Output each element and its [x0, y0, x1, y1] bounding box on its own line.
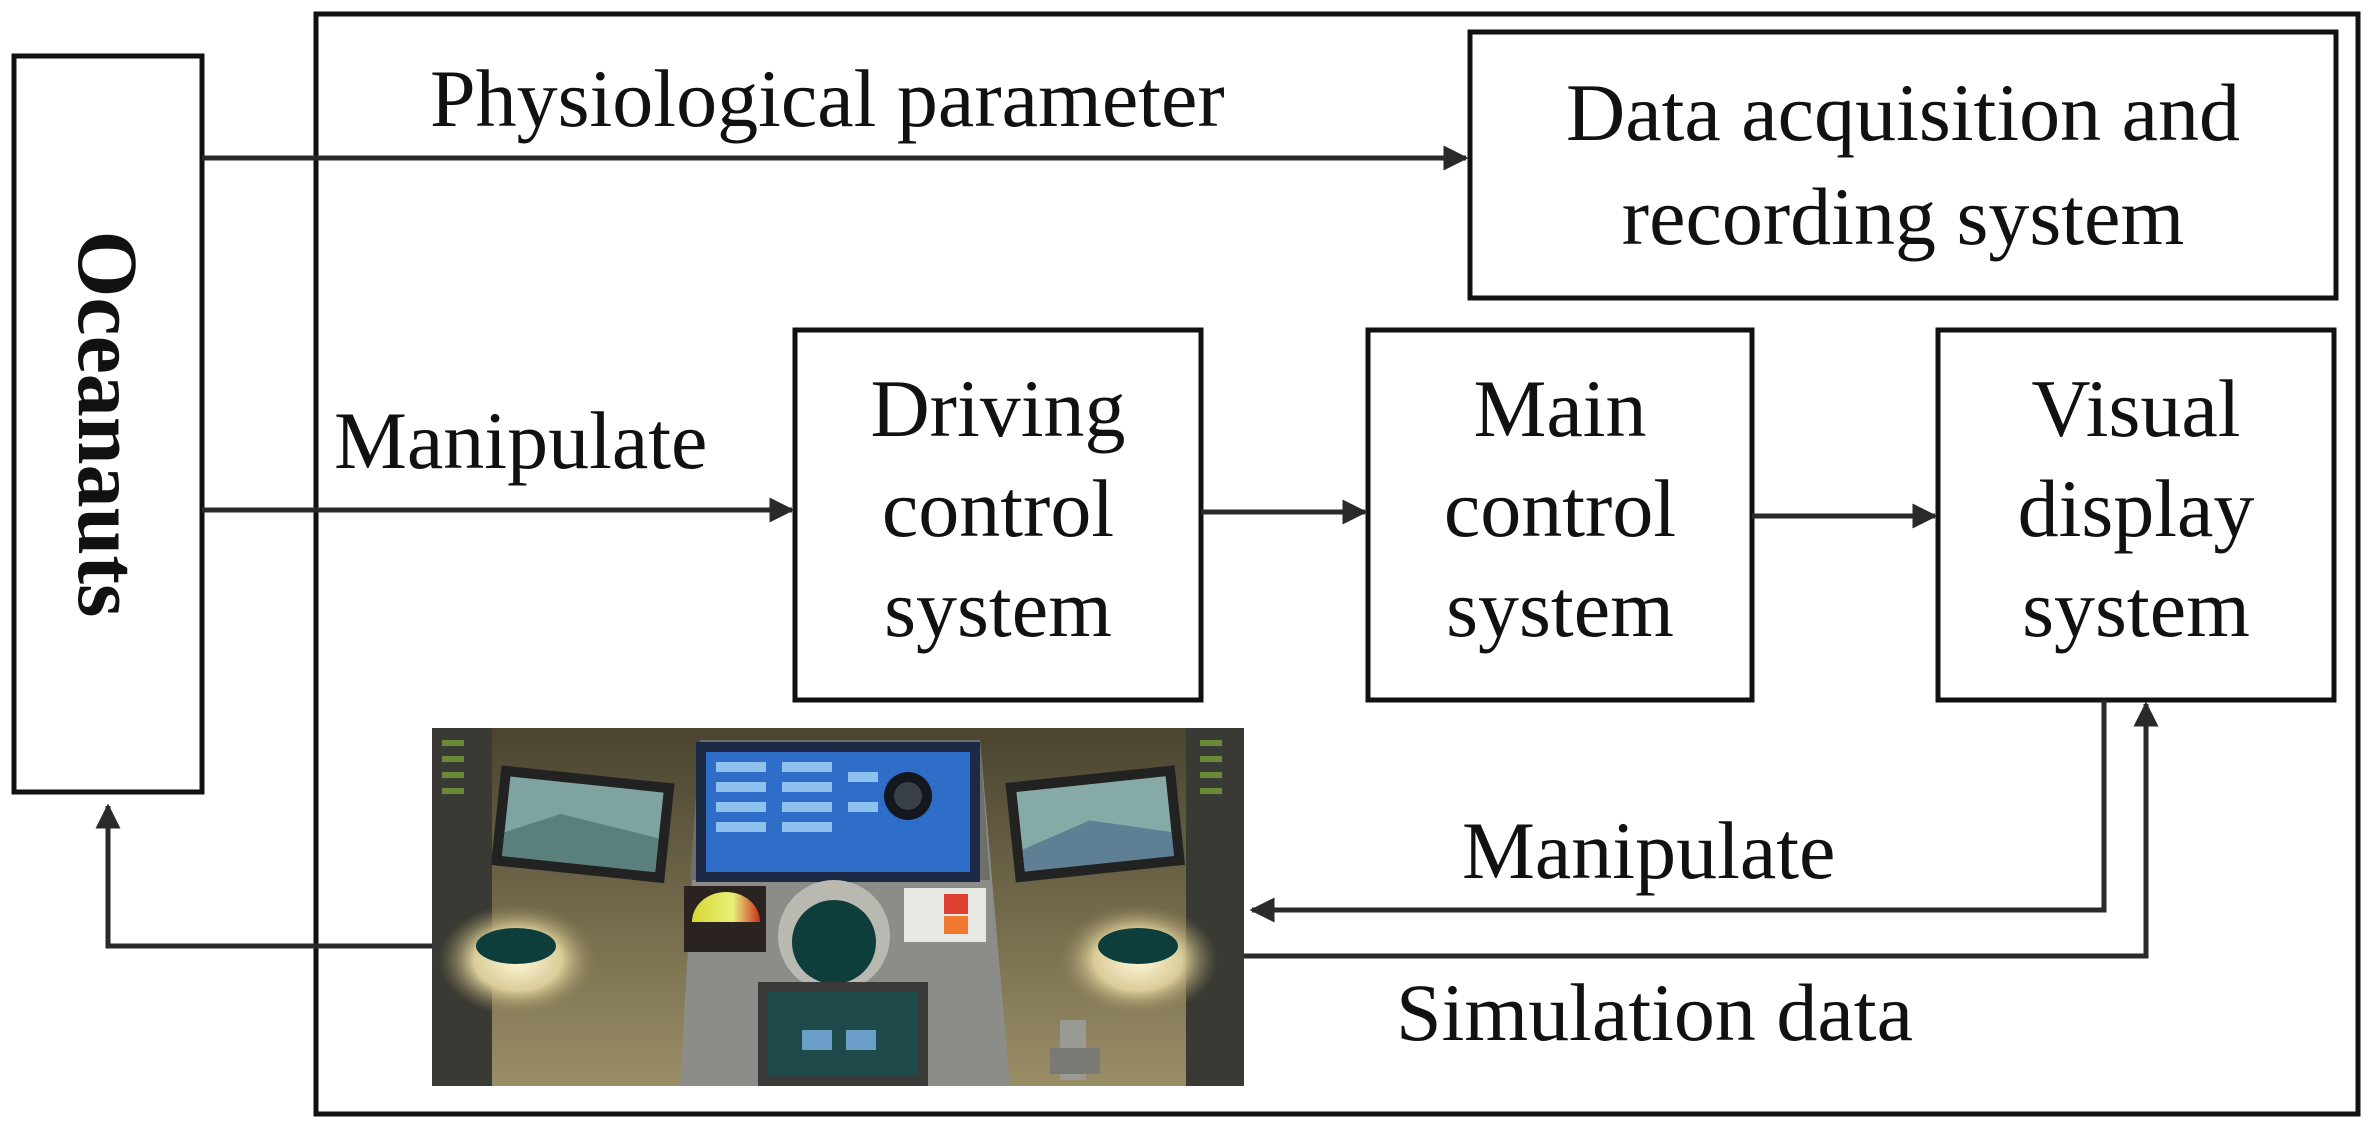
main-control-label-line2: control — [1444, 463, 1676, 554]
driving-control-box: Driving control system — [792, 327, 1204, 703]
arrow-simulation-data — [1244, 701, 2159, 959]
simulator-frame — [313, 11, 2361, 1117]
main-control-label-line1: Main — [1473, 363, 1646, 454]
driving-control-label-line3: system — [884, 563, 1112, 654]
simulation-data-label: Simulation data — [1396, 967, 1913, 1058]
visual-display-label-line1: Visual — [2031, 363, 2240, 454]
oceanauts-box: Oceanauts — [11, 53, 205, 795]
visual-display-label-line3: system — [2022, 563, 2250, 654]
data-acquisition-label-line1: Data acquisition and — [1566, 67, 2240, 158]
main-control-label-line3: system — [1446, 563, 1674, 654]
driving-control-label-line1: Driving — [870, 363, 1125, 454]
data-acquisition-label-line2: recording system — [1622, 171, 2184, 262]
physiological-parameter-label: Physiological parameter — [430, 53, 1225, 144]
main-control-box: Main control system — [1365, 327, 1755, 703]
manipulate-label-top: Manipulate — [334, 395, 707, 486]
cockpit-simulator-image — [432, 728, 1244, 1086]
arrow-manipulate-cockpit — [1249, 700, 2107, 923]
arrow-feedback-oceanauts — [95, 803, 432, 949]
oceanauts-label: Oceanauts — [60, 231, 156, 618]
manipulate-label-bottom: Manipulate — [1462, 805, 1835, 896]
visual-display-label-line2: display — [2018, 463, 2255, 554]
visual-display-box: Visual display system — [1935, 327, 2337, 703]
data-acquisition-box: Data acquisition and recording system — [1467, 29, 2339, 301]
driving-control-label-line2: control — [882, 463, 1114, 554]
